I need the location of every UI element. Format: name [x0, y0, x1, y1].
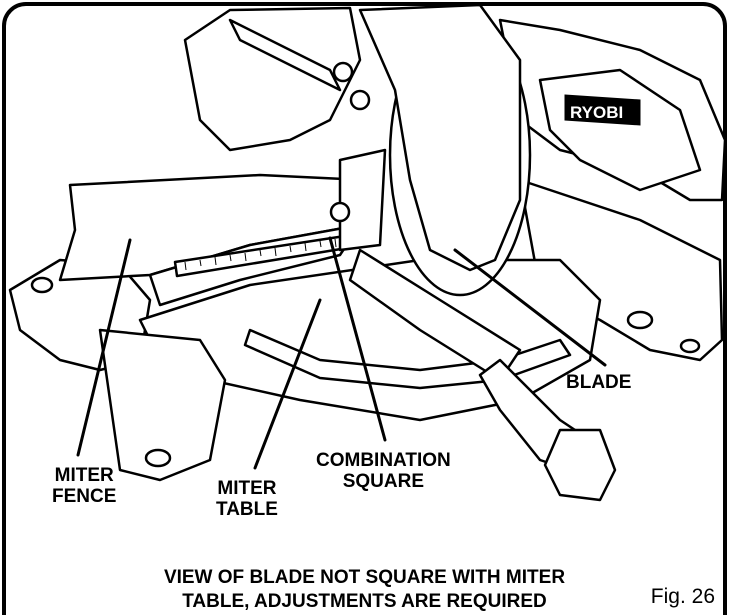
lock-knob	[543, 428, 617, 502]
label-miter-table-line2: TABLE	[216, 499, 278, 520]
front-leg	[98, 328, 227, 482]
square-head	[338, 148, 387, 252]
pivot-bolt-2	[349, 89, 371, 111]
blade-guard	[358, 3, 522, 272]
brand-logo-text: RYOBI	[570, 103, 623, 122]
base-bolt-right-2	[679, 338, 701, 354]
leader-miter-table	[253, 298, 322, 470]
base-bolt-left	[30, 276, 54, 294]
base-bolt-right	[626, 310, 654, 330]
label-blade: BLADE	[566, 372, 632, 393]
label-miter-fence: MITER FENCE	[52, 465, 116, 507]
figure-number: Fig. 26	[650, 585, 715, 608]
label-combination-square: COMBINATION SQUARE	[316, 450, 451, 492]
figure-caption-line1: VIEW OF BLADE NOT SQUARE WITH MITER	[163, 567, 566, 588]
brand-plate	[564, 94, 641, 126]
leader-miter-fence	[76, 238, 132, 457]
figure-caption-line2: TABLE, ADJUSTMENTS ARE REQUIRED	[182, 591, 547, 612]
label-miter-table-line1: MITER	[217, 478, 277, 499]
label-miter-fence-line2: FENCE	[52, 486, 117, 507]
label-combination-square-line2: SQUARE	[342, 471, 425, 492]
arm-link	[228, 18, 342, 92]
leg-bolt	[144, 448, 172, 468]
label-miter-fence-line1: MITER	[54, 465, 114, 486]
leader-combination-square	[328, 236, 387, 442]
leader-blade	[453, 248, 607, 367]
square-knob	[329, 201, 351, 223]
label-combination-square-line1: COMBINATION	[316, 450, 451, 471]
label-miter-table: MITER TABLE	[216, 478, 278, 520]
motor-housing	[183, 6, 362, 152]
pivot-bolt	[332, 61, 354, 83]
